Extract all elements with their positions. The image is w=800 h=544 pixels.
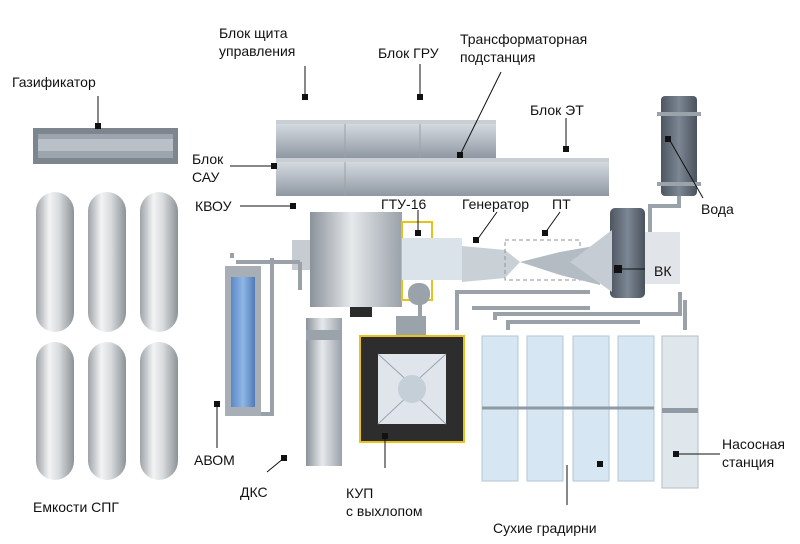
label-control-panel-line2: управления [219, 43, 296, 59]
leader-dots [95, 94, 679, 467]
kvou-unit [292, 212, 402, 317]
label-et-block: Блок ЭТ [530, 102, 584, 118]
label-substation-line1: Трансформаторная [460, 31, 588, 47]
label-pump-line2: станция [722, 454, 775, 470]
label-dks: ДКС [240, 484, 268, 500]
label-pt: ПТ [552, 196, 571, 212]
dks-unit [306, 318, 342, 466]
sau-substation-block [276, 158, 461, 196]
leader-lines [97, 64, 720, 505]
label-kup: КУП с выхлопом [346, 484, 423, 520]
label-lng-tanks: Емкости СПГ [33, 499, 119, 515]
label-kup-line1: КУП [346, 485, 374, 501]
label-gasifier: Газификатор [12, 74, 96, 90]
avom-unit [225, 266, 261, 416]
label-sau-line2: САУ [192, 169, 220, 185]
label-sau-line1: Блок [192, 151, 224, 167]
piping [230, 253, 687, 416]
vk-condenser [570, 208, 680, 298]
et-block [461, 158, 609, 196]
label-kup-line2: с выхлопом [346, 503, 423, 519]
label-dry-coolers: Сухие градирни [493, 520, 597, 536]
water-tank [648, 96, 701, 235]
gasifier-unit [33, 128, 178, 164]
lng-tanks [36, 192, 178, 480]
dry-coolers [481, 335, 655, 482]
label-control-panel: Блок щита управления [219, 24, 295, 60]
label-substation: Трансформаторная подстанция [460, 30, 587, 66]
gtu-16 [401, 221, 462, 305]
label-avom: АВОМ [194, 452, 235, 468]
label-pump-line1: Насосная [722, 436, 785, 452]
label-water: Вода [701, 201, 734, 217]
label-sau-block: Блок САУ [192, 150, 223, 186]
label-substation-line2: подстанция [460, 49, 536, 65]
label-generator: Генератор [462, 196, 530, 212]
label-control-panel-line1: Блок щита [219, 25, 288, 41]
label-vk: ВК [654, 263, 672, 279]
label-gtu: ГТУ-16 [381, 196, 427, 212]
kup-exhaust [359, 316, 465, 443]
label-gru: Блок ГРУ [378, 45, 439, 61]
label-kvou: КВОУ [195, 198, 232, 214]
pump-station [661, 335, 699, 489]
label-pump-station: Насосная станция [722, 435, 785, 471]
